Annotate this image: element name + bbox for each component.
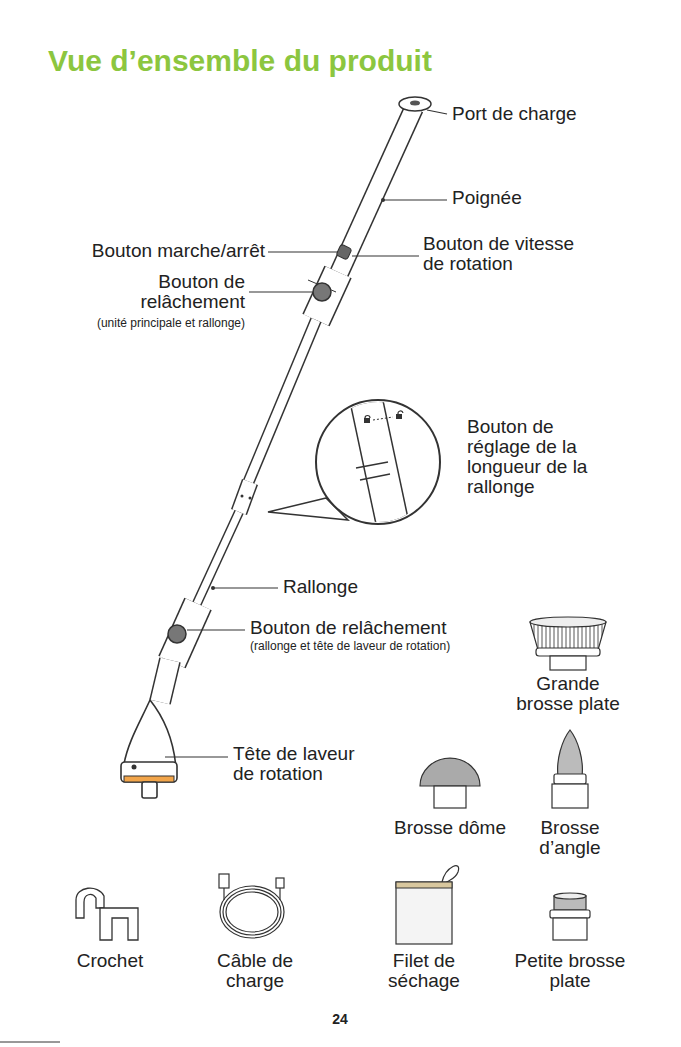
- accessory-label: Crochet: [60, 951, 160, 971]
- part-label: Bouton de réglage de la longueur de la r…: [467, 417, 617, 497]
- part-label: Rallonge: [283, 577, 403, 597]
- part-label: Tête de laveur de rotation: [233, 744, 373, 784]
- page-number: 24: [320, 1012, 360, 1027]
- accessory-label: Câble de charge: [205, 951, 305, 991]
- accessory-label: Grande brosse plate: [509, 674, 627, 714]
- note-label: (unité principale et rallonge): [40, 317, 245, 330]
- part-label: Port de charge: [452, 104, 652, 124]
- page-title: Vue d’ensemble du produit: [48, 44, 432, 78]
- part-label: Poignée: [452, 188, 572, 208]
- accessory-label: Brosse dôme: [390, 818, 510, 838]
- accessory-label: Brosse d’angle: [525, 818, 615, 858]
- part-label: Bouton marche/arrêt: [50, 241, 265, 261]
- part-label: Bouton de vitesse de rotation: [423, 234, 593, 274]
- part-label: Bouton de relâchement: [115, 272, 245, 312]
- part-label: Bouton de relâchement: [250, 618, 490, 638]
- accessory-label: Filet de séchage: [374, 951, 474, 991]
- note-label: (rallonge et tête de laveur de rotation): [250, 640, 510, 653]
- accessory-label: Petite brosse plate: [504, 951, 636, 991]
